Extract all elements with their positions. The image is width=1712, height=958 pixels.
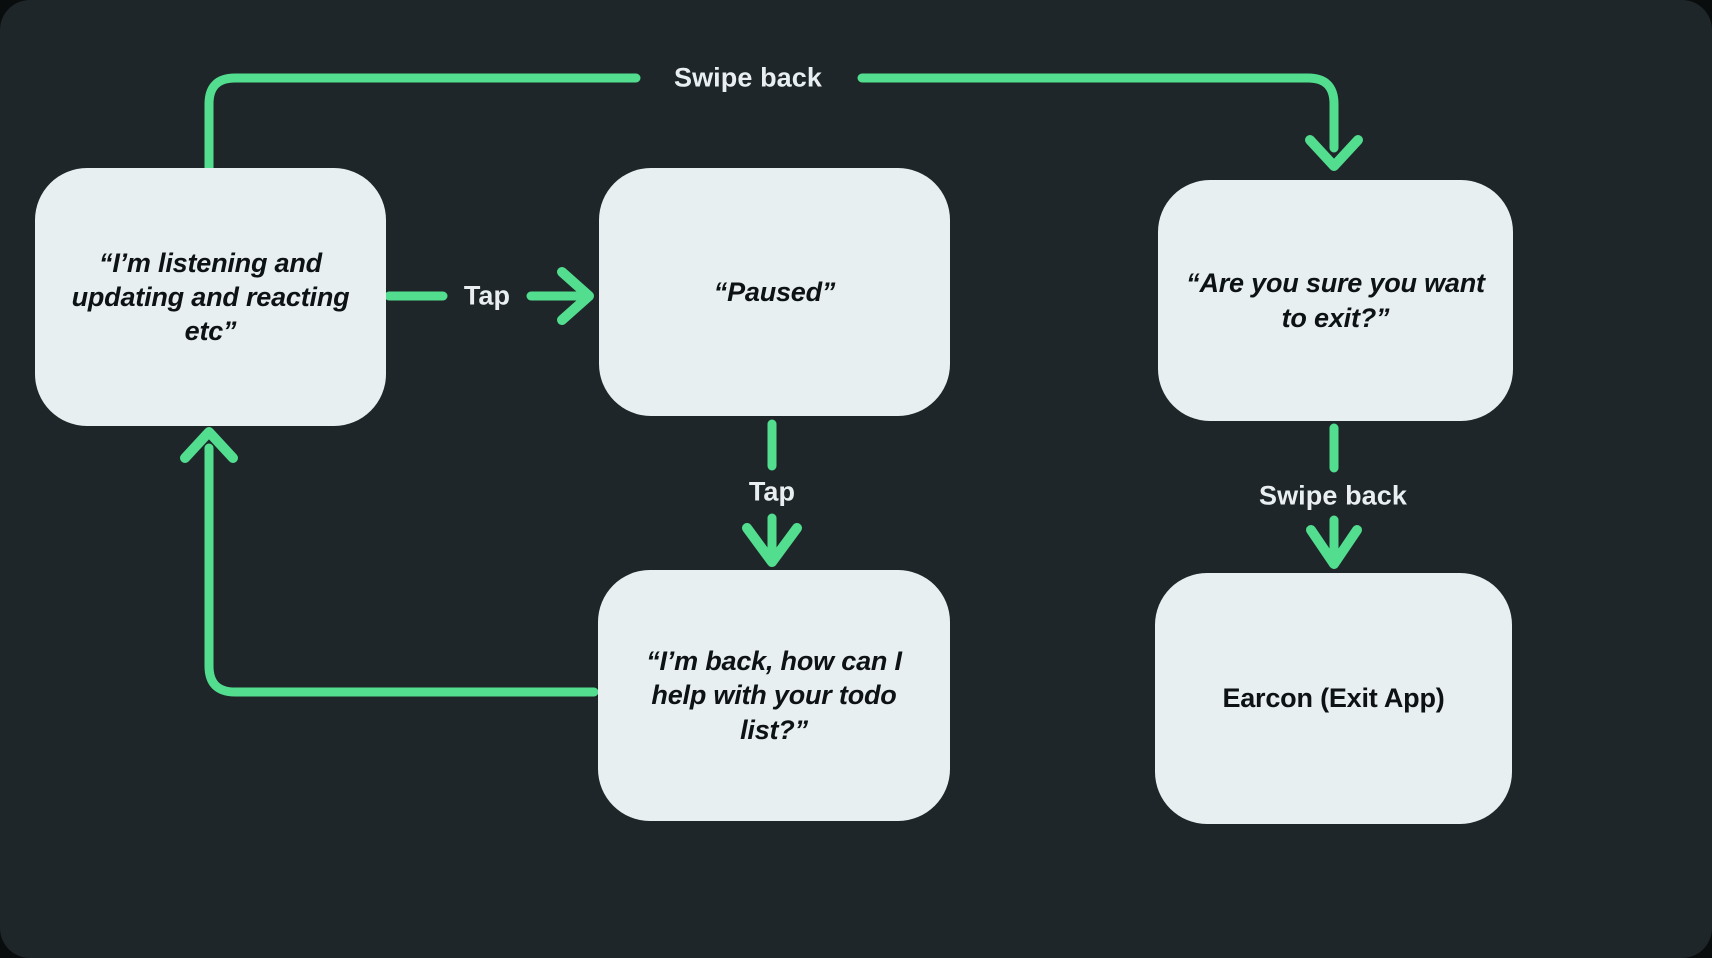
node-earcon-exit-app-label: Earcon (Exit App) (1222, 683, 1445, 714)
edge-confirm-to-earcon-arrowhead (1306, 525, 1362, 569)
node-paused[interactable]: “Paused” (599, 168, 950, 416)
node-earcon-exit-app[interactable]: Earcon (Exit App) (1155, 573, 1512, 824)
edge-listening-to-paused-arrowhead (557, 267, 594, 325)
edge-paused-to-back-arrowhead (742, 523, 802, 567)
node-listening[interactable]: “I’m listening and updating and reacting… (35, 168, 386, 426)
edge-label-tap-listening-to-paused: Tap (463, 280, 511, 311)
edge-listening-to-confirm-right-segment (857, 73, 1339, 153)
node-confirm-exit-label: “Are you sure you want to exit?” (1186, 268, 1485, 333)
node-paused-label: “Paused” (713, 276, 836, 307)
node-confirm-exit[interactable]: “Are you sure you want to exit?” (1158, 180, 1513, 421)
edge-listening-to-confirm-left-segment (204, 73, 641, 173)
node-back[interactable]: “I’m back, how can I help with your todo… (598, 570, 950, 821)
edge-back-to-listening (204, 443, 599, 697)
node-back-label: “I’m back, how can I help with your todo… (646, 646, 902, 745)
edge-back-to-listening-arrowhead (180, 427, 238, 463)
edge-label-swipe-back-top: Swipe back (673, 62, 823, 93)
edge-label-swipe-back-confirm-to-earcon: Swipe back (1258, 480, 1408, 511)
edge-listening-to-confirm-arrowhead (1305, 135, 1363, 171)
node-listening-label: “I’m listening and updating and reacting… (71, 247, 350, 346)
edge-label-tap-paused-to-back: Tap (748, 476, 796, 507)
